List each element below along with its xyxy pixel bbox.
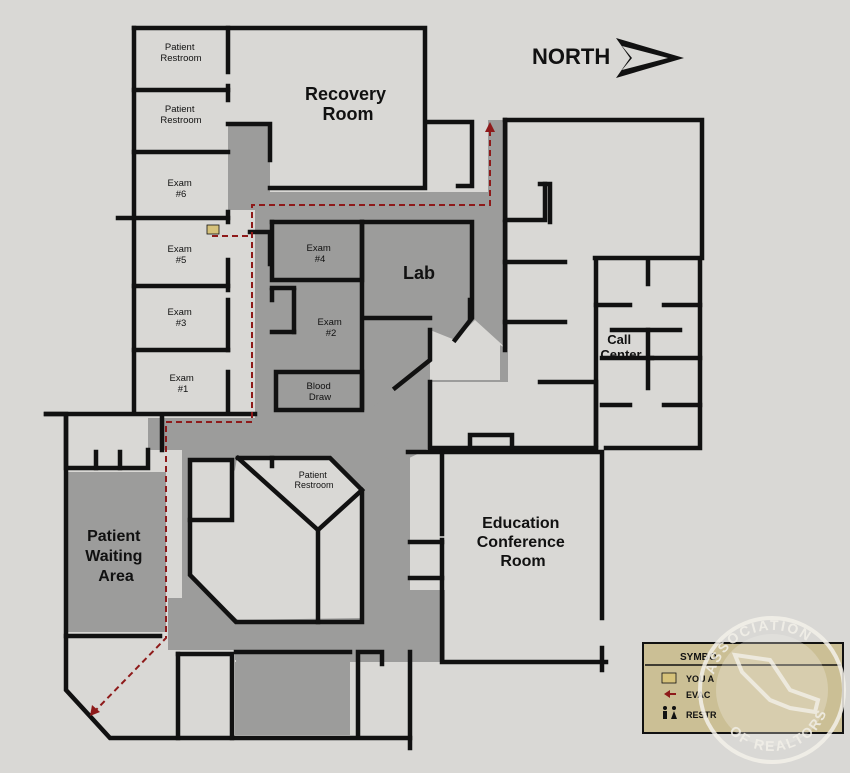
evac-arrow-north bbox=[485, 122, 495, 132]
room-patient-restroom-second: Patient Restroom bbox=[160, 104, 201, 126]
realtors-watermark-seal: ASSOCIATION OF REALTORS bbox=[698, 616, 846, 764]
room-exam-2: Exam #2 bbox=[318, 317, 345, 339]
room-call-center: Call Center bbox=[600, 332, 641, 362]
room-patient-waiting-area: Patient Waiting Area bbox=[85, 528, 147, 585]
evac-arrow-exit bbox=[90, 705, 100, 716]
patient-waiting-area-fill bbox=[66, 472, 166, 632]
room-exam-5: Exam #5 bbox=[168, 244, 195, 266]
room-exam-6: Exam #6 bbox=[168, 178, 195, 200]
room-recovery-room: Recovery Room bbox=[305, 84, 391, 124]
room-patient-restroom-center: Patient Restroom bbox=[294, 470, 333, 490]
legend-title: SYMBO bbox=[680, 652, 717, 663]
room-exam-4: Exam #4 bbox=[307, 243, 334, 265]
north-label: NORTH bbox=[532, 44, 610, 69]
room-lab: Lab bbox=[403, 263, 435, 283]
room-education-conference-room: Education Conference Room bbox=[477, 515, 569, 570]
legend-row-restroom: RESTR bbox=[686, 710, 717, 720]
corridor-center-core bbox=[270, 355, 430, 460]
room-patient-restroom-top: Patient Restroom bbox=[160, 42, 201, 64]
evac-route-icon bbox=[664, 690, 670, 698]
evacuation-route bbox=[93, 130, 491, 713]
room-exam-1: Exam #1 bbox=[170, 373, 197, 395]
room-exam-3: Exam #3 bbox=[168, 307, 195, 329]
north-indicator: NORTH bbox=[532, 38, 684, 78]
restroom-icon bbox=[663, 706, 677, 719]
you-are-here-icon bbox=[661, 672, 677, 684]
walls bbox=[43, 25, 705, 751]
room-labels: Patient Restroom Patient Restroom Recove… bbox=[85, 42, 641, 585]
you-are-here-marker bbox=[206, 224, 220, 235]
room-blood-draw: Blood Draw bbox=[307, 381, 334, 403]
